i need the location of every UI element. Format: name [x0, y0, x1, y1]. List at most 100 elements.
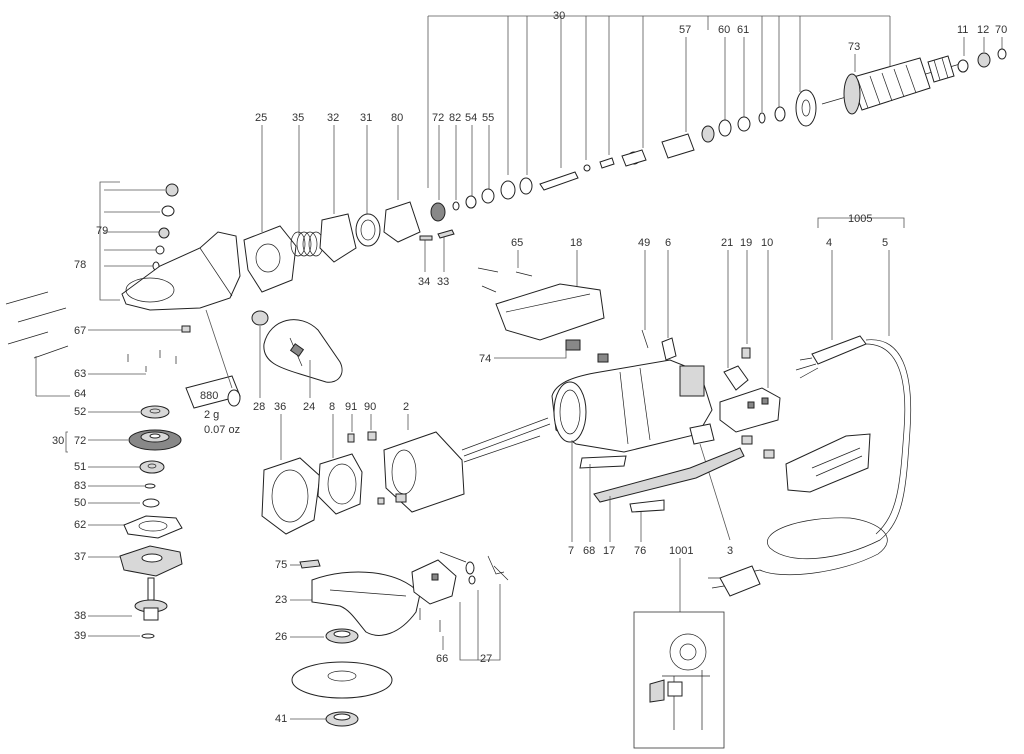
label-54: 54	[465, 112, 477, 124]
label-19: 19	[740, 237, 752, 249]
power-cord-5	[739, 339, 912, 576]
label-21: 21	[721, 237, 733, 249]
grinding-disc	[291, 661, 393, 699]
label-70: 70	[995, 24, 1007, 36]
label-37: 37	[74, 551, 86, 563]
motor-housing-group: 65 18 74 49 6 21 19 10	[477, 237, 781, 541]
label-7: 7	[568, 545, 574, 557]
label-4: 4	[826, 237, 832, 249]
label-12: 12	[977, 24, 989, 36]
label-78: 78	[74, 259, 86, 271]
label-11: 11	[957, 24, 968, 36]
label-31: 31	[360, 112, 372, 124]
label-28: 28	[253, 401, 265, 413]
clamp-group: 66 27	[411, 551, 509, 665]
spindle-38	[134, 577, 168, 621]
label-57: 57	[679, 24, 691, 36]
gear-housing-78	[121, 231, 241, 311]
label-27: 27	[480, 653, 492, 665]
gasket-62	[123, 515, 183, 539]
label-62: 62	[74, 519, 86, 531]
label-49: 49	[638, 237, 650, 249]
label-75: 75	[275, 559, 287, 571]
label-52: 52	[74, 406, 86, 418]
label-3: 3	[727, 545, 733, 557]
label-6: 6	[665, 237, 671, 249]
strain-relief-4	[811, 335, 867, 365]
motor-housing-7	[551, 359, 713, 453]
gear-head-group: 25 35 32 31 80 34 33	[243, 112, 455, 293]
label-51: 51	[74, 461, 86, 473]
sleeve-57	[661, 133, 695, 159]
spindle-stack: 52 30 72 51 83 50 62 37 38	[52, 405, 183, 642]
handle-cover	[785, 433, 871, 493]
motor-bottom-labels: 7 68 17 76 3	[568, 440, 733, 557]
switch-10	[719, 387, 781, 433]
label-74: 74	[479, 353, 491, 365]
label-35: 35	[292, 112, 304, 124]
shaft	[539, 171, 579, 191]
label-80: 80	[391, 112, 403, 124]
gear-housing-group: 78 79 67 63 64	[5, 181, 241, 400]
label-72-top: 72	[432, 112, 444, 124]
rail-17	[593, 447, 745, 503]
label-2: 2	[403, 401, 409, 413]
label-10: 10	[761, 237, 773, 249]
cover-18	[495, 283, 605, 341]
label-24: 24	[303, 401, 315, 413]
label-73: 73	[848, 41, 860, 53]
label-41: 41	[275, 713, 287, 725]
label-1005: 1005	[848, 213, 872, 225]
field-coil-2	[383, 431, 465, 513]
field-coil-group: 2	[377, 401, 551, 513]
fan-disc	[795, 89, 817, 127]
label-61: 61	[737, 24, 749, 36]
label-39: 39	[74, 630, 86, 642]
label-30-top: 30	[553, 10, 565, 22]
label-55: 55	[482, 112, 494, 124]
label-64: 64	[74, 388, 86, 400]
label-1001: 1001	[669, 545, 693, 557]
spring-35	[290, 231, 324, 257]
label-8: 8	[329, 401, 335, 413]
label-66: 66	[436, 653, 448, 665]
label-36: 36	[274, 401, 286, 413]
label-30-left: 30	[52, 435, 64, 447]
label-5: 5	[882, 237, 888, 249]
label-33: 33	[437, 276, 449, 288]
plug-1001	[719, 565, 761, 597]
flange-8	[317, 453, 363, 515]
grease-880: 880 2 g 0.07 oz	[185, 309, 241, 436]
armature-group: 30 57 60 61 73 11 12 70	[427, 10, 1007, 222]
label-38: 38	[74, 610, 86, 622]
label-32: 32	[327, 112, 339, 124]
label-83: 83	[74, 480, 86, 492]
inset-1001: 1001	[633, 545, 725, 749]
label-17: 17	[603, 545, 615, 557]
label-34: 34	[418, 276, 430, 288]
label-50: 50	[74, 497, 86, 509]
label-67: 67	[74, 325, 86, 337]
grease-amount-g: 2 g	[204, 409, 219, 421]
label-82: 82	[449, 112, 461, 124]
label-79: 79	[96, 225, 108, 237]
guard-23	[311, 571, 421, 636]
armature-73	[821, 55, 961, 115]
clamp-lever	[411, 559, 457, 605]
label-68: 68	[583, 545, 595, 557]
label-26: 26	[275, 631, 287, 643]
side-handle-group: 28 24 36 8 91 90	[251, 310, 377, 535]
label-880: 880	[200, 390, 218, 402]
label-90: 90	[364, 401, 376, 413]
label-60: 60	[718, 24, 730, 36]
bracket-25	[243, 225, 297, 293]
guard-group: 75 23 26 41	[275, 559, 421, 727]
cord-group: 1005 4 5	[708, 213, 912, 597]
label-25: 25	[255, 112, 267, 124]
grease-amount-oz: 0.07 oz	[204, 424, 240, 436]
label-72-left: 72	[74, 435, 86, 447]
housing-ring-36	[261, 457, 321, 535]
label-65: 65	[511, 237, 523, 249]
label-76: 76	[634, 545, 646, 557]
